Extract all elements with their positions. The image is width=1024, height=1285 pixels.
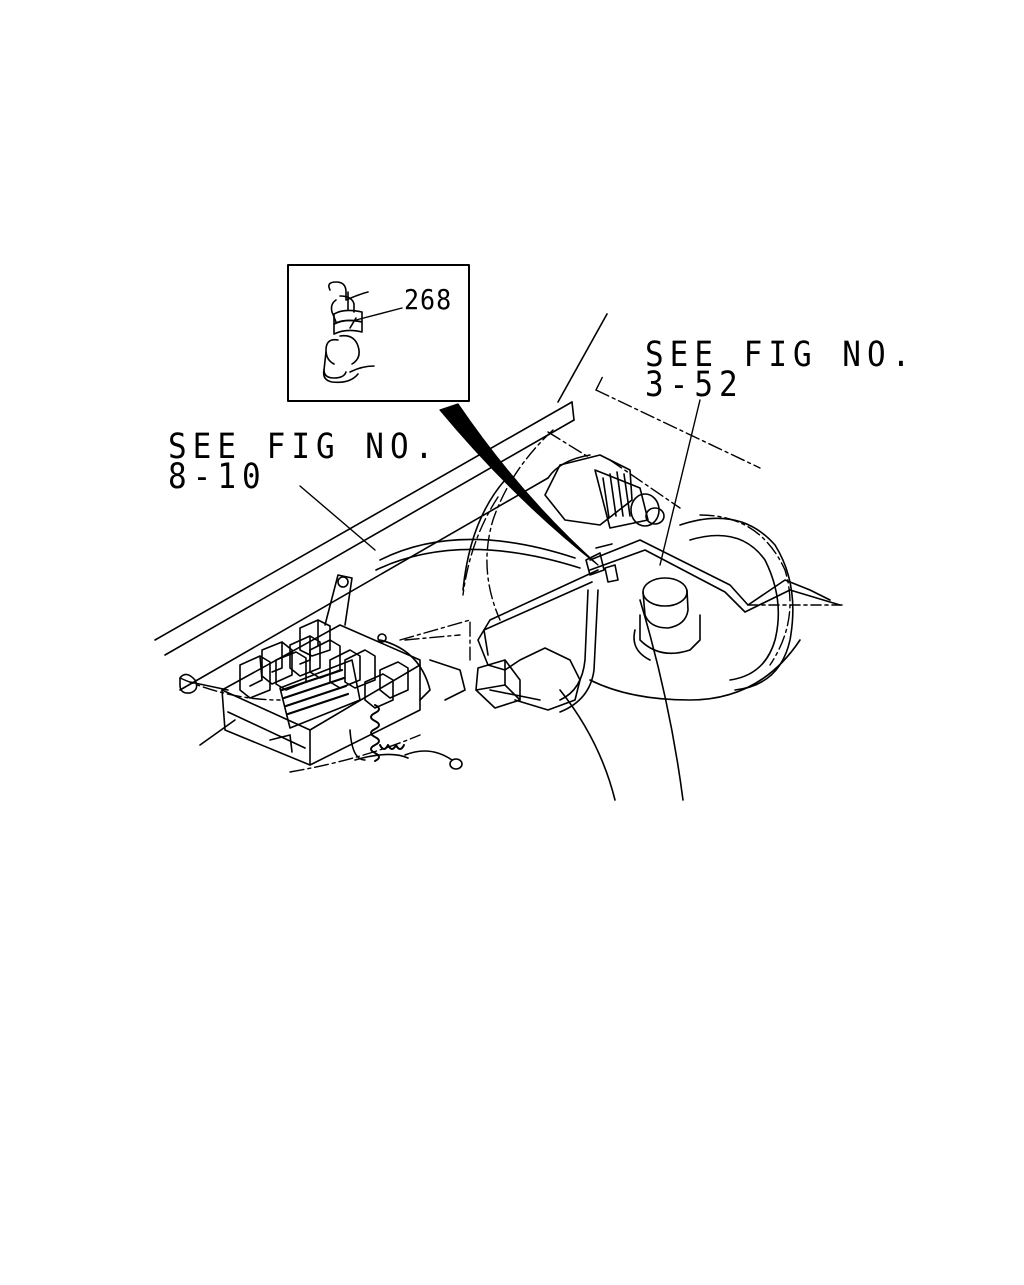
reference-leaders xyxy=(299,399,701,566)
wiper-motor xyxy=(544,454,665,529)
wiring-harness xyxy=(375,538,846,713)
fuse-relay-box xyxy=(179,574,466,770)
clip-268-icon xyxy=(322,281,375,384)
detail-inset xyxy=(287,264,470,402)
see-fig-8-10-line1[interactable]: SEE FIG NO. xyxy=(168,426,440,467)
see-fig-3-52-line1[interactable]: SEE FIG NO. xyxy=(645,334,917,375)
see-fig-8-10-line2[interactable]: 8-10 xyxy=(168,456,267,497)
see-fig-3-52-line2[interactable]: 3-52 xyxy=(645,364,744,405)
detail-pointer xyxy=(439,403,599,566)
part-number-268[interactable]: 268 xyxy=(404,283,453,316)
body-structure xyxy=(154,313,801,801)
